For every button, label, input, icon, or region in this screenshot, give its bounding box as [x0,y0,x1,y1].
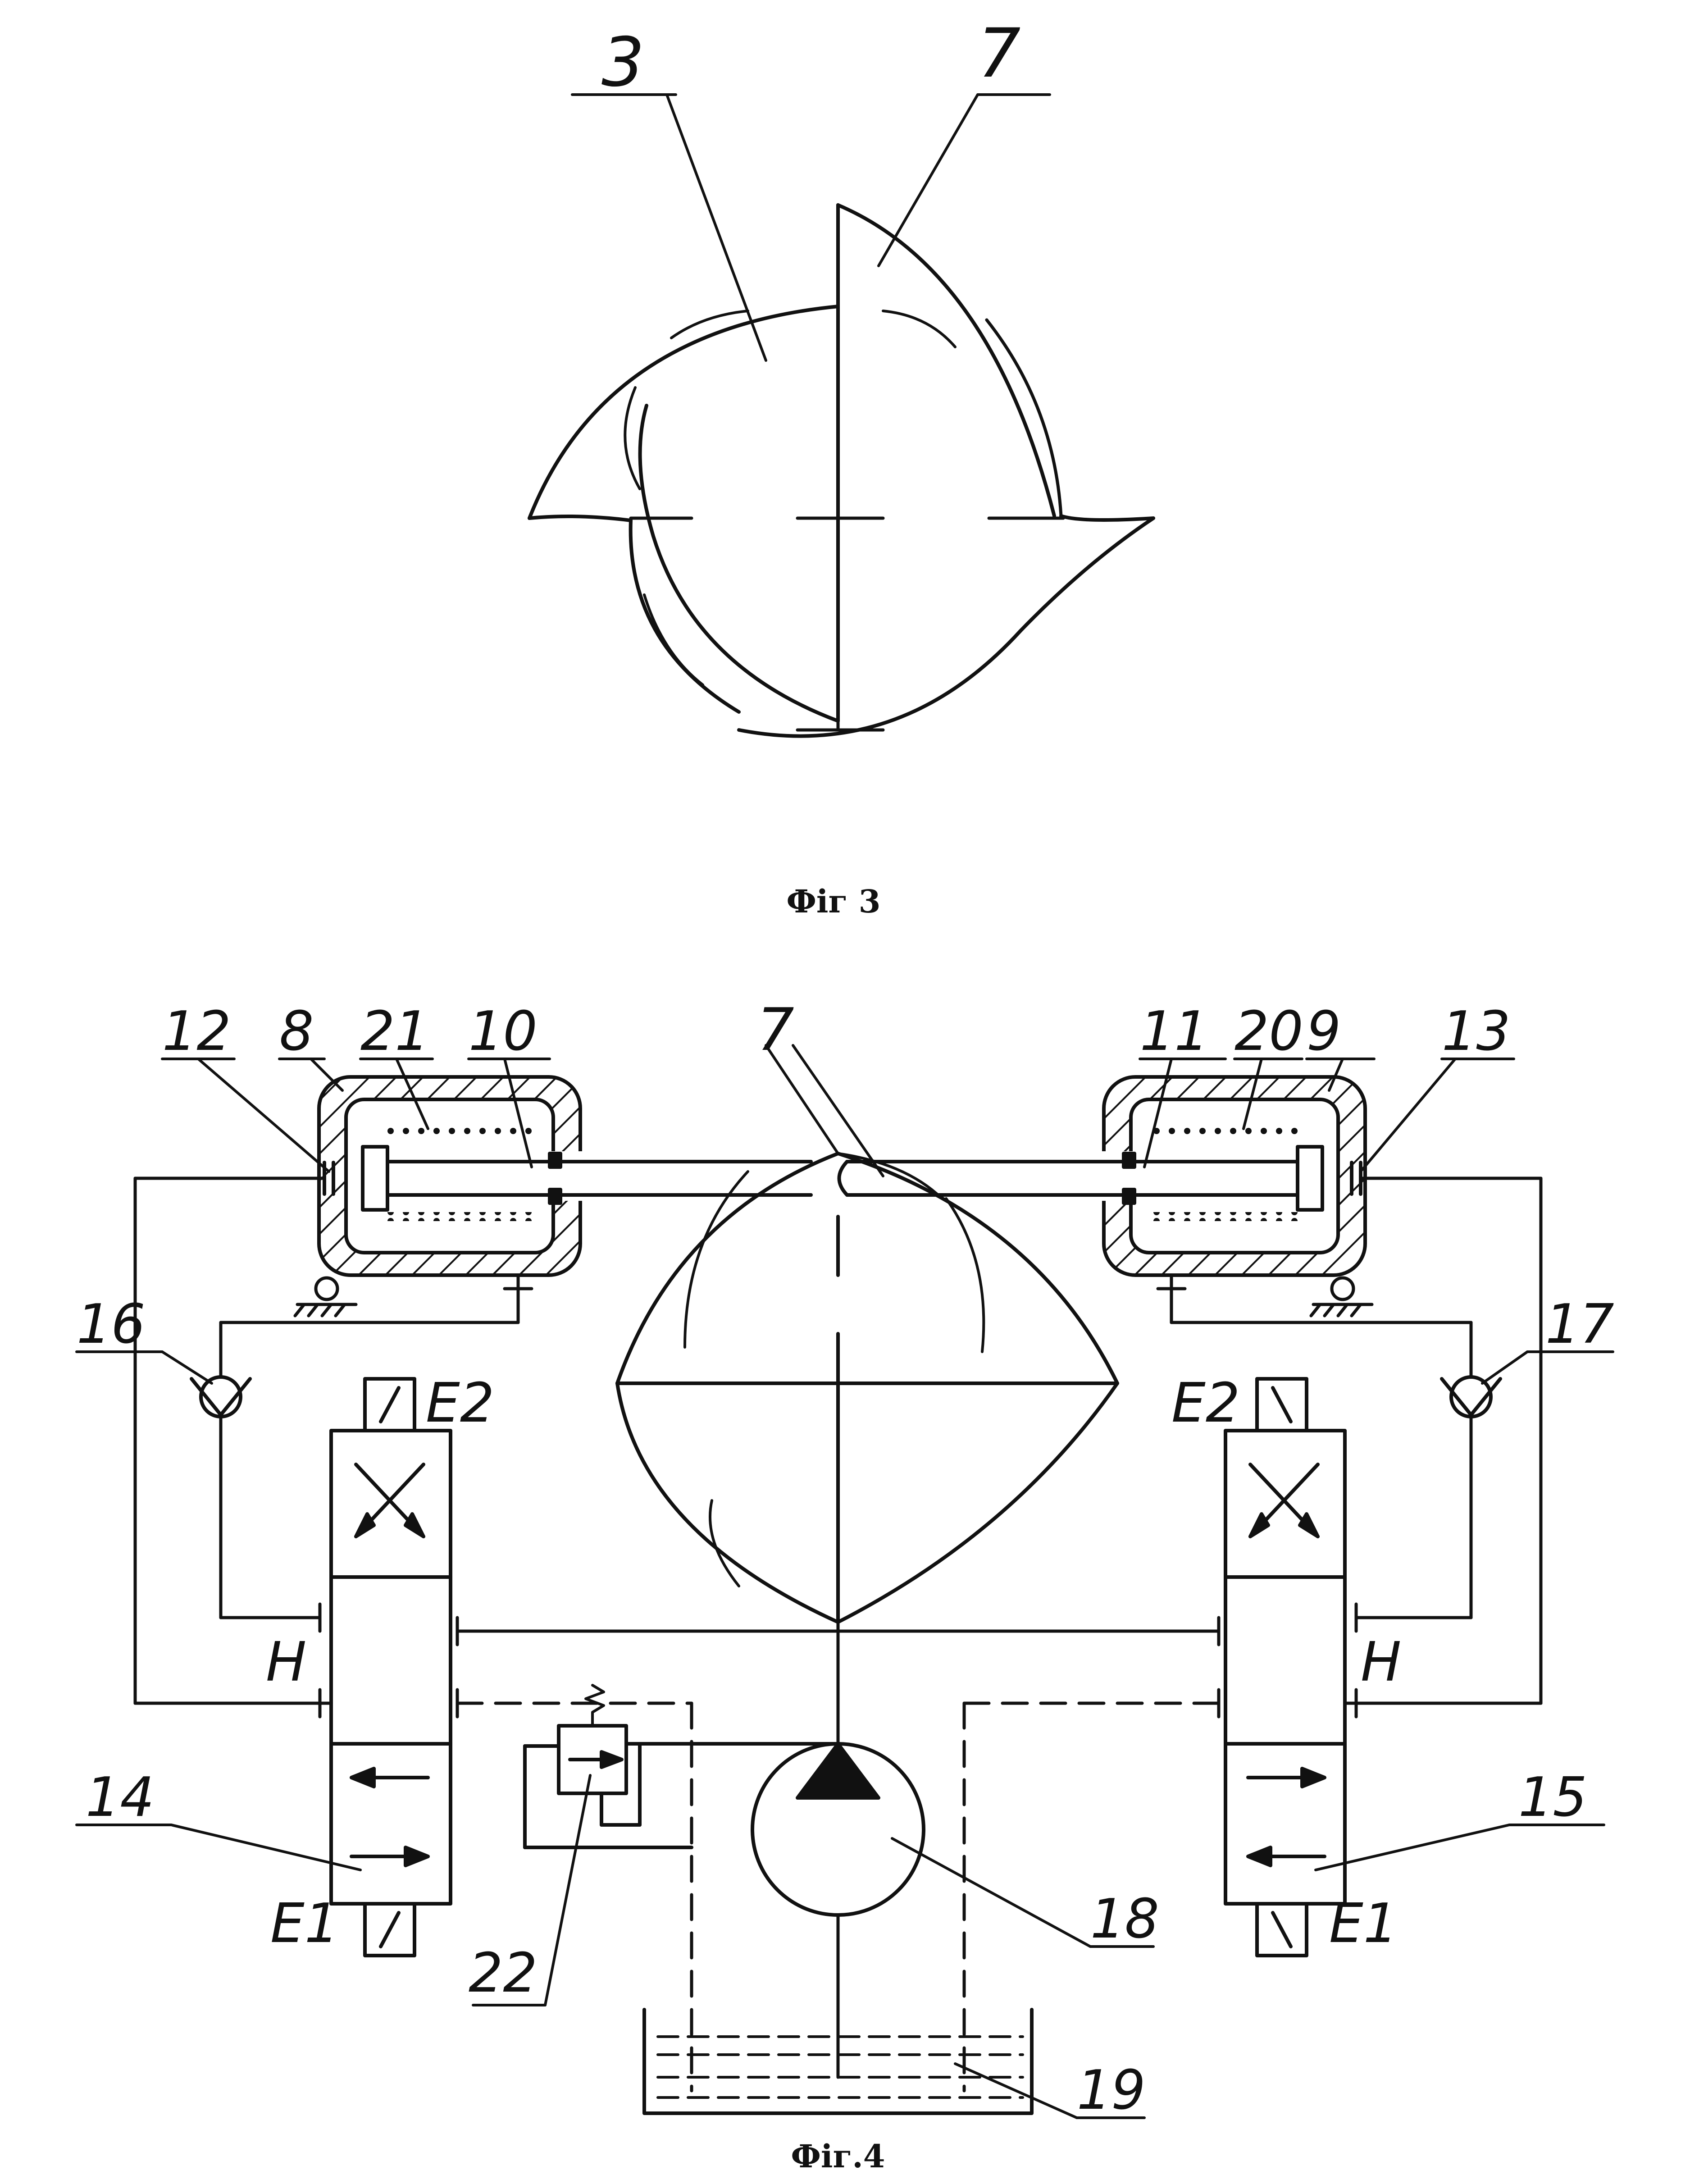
label-19: 19 [1077,2059,1146,2122]
relief-valve-22 [523,1684,840,1849]
valve-15 [1224,1377,1347,1957]
cam-profile-3 [528,203,1155,738]
cam-7 [615,1044,1119,1624]
label-17: 17 [1545,1293,1614,1356]
label-21: 21 [360,1000,429,1063]
label-e1-right: E1 [1329,1892,1398,1955]
check-valve-17 [1440,1375,1502,1418]
labels-fig4: 12 8 21 10 7 11 20 9 13 16 17 E2 E2 H H … [77,995,1614,2122]
hydraulic-lines [133,1176,1543,2079]
label-7: 7 [757,995,794,1064]
check-valve-16 [190,1375,252,1418]
label-11: 11 [1140,1000,1209,1063]
actuator-housing-9 [1100,1075,1367,1277]
label-part-3: 3 [601,23,644,102]
label-part-7: 7 [978,14,1020,93]
label-10: 10 [469,1000,538,1063]
label-9: 9 [1307,1000,1341,1063]
label-e2-right: E2 [1171,1372,1240,1435]
drain-lines [456,1688,1221,2093]
label-e2-left: E2 [426,1372,494,1435]
tank-19 [642,2008,1034,2115]
label-14: 14 [86,1766,155,1829]
leaders-fig4 [75,1058,1614,2119]
centerlines-fig3 [629,359,1065,732]
label-20: 20 [1234,1000,1303,1063]
label-15: 15 [1518,1766,1587,1829]
label-22: 22 [469,1942,538,2005]
figure-3: 3 7 Фіг 3 [528,14,1155,920]
label-e1-left: E1 [270,1892,339,1955]
label-16: 16 [77,1293,146,1356]
figure-4-caption: Фіг.4 [791,2138,885,2175]
piston-rod-11 [837,1145,1362,1212]
ground-support-right [1156,1273,1374,1318]
figure-3-caption: Фіг 3 [787,883,881,920]
spring-20 [1153,1126,1298,1221]
leaders-fig3 [571,93,1051,362]
valve-14 [329,1377,452,1957]
label-12: 12 [162,1000,231,1063]
label-h-left: H [266,1631,306,1694]
label-h-right: H [1361,1631,1401,1694]
figure-4: 12 8 21 10 7 11 20 9 13 16 17 E2 E2 H H … [75,995,1614,2175]
actuator-housing-8 [317,1075,584,1277]
ground-support-left [293,1273,533,1318]
pump-18 [751,1742,925,1917]
piston-rod-10 [323,1145,813,1212]
label-8: 8 [279,1000,314,1063]
label-13: 13 [1442,1000,1511,1063]
label-18: 18 [1090,1888,1159,1951]
spring-21 [387,1126,532,1221]
